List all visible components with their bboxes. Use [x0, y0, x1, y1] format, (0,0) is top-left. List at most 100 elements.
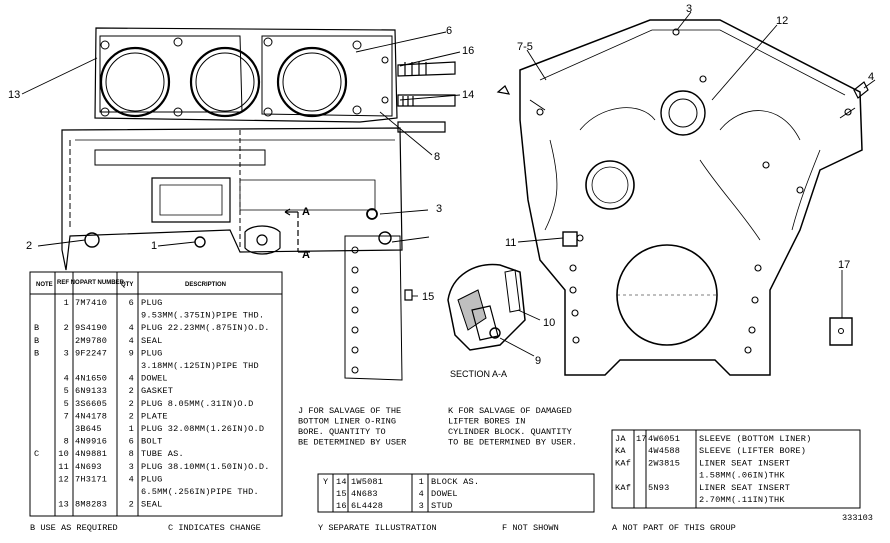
- table-cell-note: B: [34, 336, 39, 346]
- sleeve-part-17: [829, 317, 853, 346]
- header-qty: QTY: [121, 282, 133, 288]
- callout-15: 15: [422, 291, 434, 303]
- callout-17: 17: [838, 259, 850, 271]
- salvage-cell-description: SLEEVE (LIFTER BORE): [699, 446, 806, 456]
- note-k-line: CYLINDER BLOCK. QUANTITY: [448, 427, 572, 437]
- table-cell-part-number: 7H3171: [75, 474, 107, 484]
- table-cell-ref: 5: [64, 386, 69, 396]
- callout-4: 4: [868, 71, 874, 83]
- salvage-cell-part-number: 2W3815: [648, 458, 680, 468]
- callout-7-5: 7-5: [517, 41, 533, 53]
- note-j-line: BOTTOM LINER O-RING: [298, 417, 396, 427]
- header-note: NOTE: [36, 282, 53, 288]
- table-cell-qty: 1: [129, 424, 134, 434]
- callout-labels: 13 6 16 14 8 3 2 1 15 3 12 7-5 4 11 17 1…: [8, 3, 874, 379]
- salvage-cell-description: SLEEVE (BOTTOM LINER): [699, 434, 812, 444]
- table-cell-description: DOWEL: [141, 374, 168, 384]
- callout-13: 13: [8, 89, 20, 101]
- table-cell-part-number: 4N1650: [75, 374, 107, 384]
- table-cell-ref: 4: [64, 374, 69, 384]
- table-cell-part-number: 4N4178: [75, 411, 107, 421]
- salvage-cell-note: KAf: [615, 458, 631, 468]
- illustration-cell-description: DOWEL: [431, 489, 458, 499]
- table-cell-part-number: 6N9133: [75, 386, 107, 396]
- table-cell-qty: 4: [129, 474, 134, 484]
- table-cell-ref: 2: [64, 323, 69, 333]
- callout-14: 14: [462, 89, 474, 101]
- illustration-cell-description: STUD: [431, 501, 452, 511]
- table-cell-qty: 2: [129, 500, 134, 510]
- salvage-cell-description: LINER SEAT INSERT: [699, 458, 790, 468]
- table-cell-ref: 13: [58, 500, 69, 510]
- table-cell-description: PLUG: [141, 298, 162, 308]
- illustration-mark: Y: [323, 477, 328, 487]
- cylinder-block-front-view: [496, 19, 869, 376]
- callout-1: 1: [151, 240, 157, 252]
- illustration-cell-part-number: 4N683: [351, 489, 378, 499]
- table-cell-qty: 4: [129, 336, 134, 346]
- table-cell-ref: 10: [58, 449, 69, 459]
- callout-12: 12: [776, 15, 788, 27]
- table-cell-qty: 8: [129, 449, 134, 459]
- legend-f: F NOT SHOWN: [502, 523, 559, 533]
- table-cell-description: GASKET: [141, 386, 173, 396]
- table-cell-description: SEAL: [141, 500, 162, 510]
- header-part-number: PART NUMBER: [80, 280, 125, 286]
- callout-10: 10: [543, 317, 555, 329]
- illustration-cell-ref: 16: [336, 501, 347, 511]
- table-cell-ref: 12: [58, 474, 69, 484]
- table-cell-description: TUBE AS.: [141, 449, 184, 459]
- illustration-cell-ref: 15: [336, 489, 347, 499]
- salvage-cell-ref: 17: [636, 434, 647, 444]
- legend-c: C INDICATES CHANGE: [168, 523, 261, 533]
- table-cell-part-number: 4N9881: [75, 449, 107, 459]
- table-cell-description: 3.18MM(.125IN)PIPE THD: [141, 361, 259, 371]
- illustration-cell-qty: 3: [419, 501, 424, 511]
- table-cell-description: PLUG 22.23MM(.875IN)O.D.: [141, 323, 270, 333]
- illustration-cell-qty: 4: [419, 489, 424, 499]
- illustration-cell-part-number: 1W5081: [351, 477, 383, 487]
- table-cell-part-number: 9S4190: [75, 323, 107, 333]
- salvage-cell-note: KA: [615, 446, 626, 456]
- table-cell-description: SEAL: [141, 336, 162, 346]
- table-cell-qty: 2: [129, 411, 134, 421]
- section-a-a-label: SECTION A-A: [450, 369, 507, 379]
- header-description: DESCRIPTION: [185, 282, 226, 288]
- callout-2: 2: [26, 240, 32, 252]
- illustration-cell-description: BLOCK AS.: [431, 477, 479, 487]
- table-cell-qty: 9: [129, 348, 134, 358]
- table-cell-note: B: [34, 348, 39, 358]
- table-cell-ref: 8: [64, 437, 69, 447]
- note-j-line: BE DETERMINED BY USER: [298, 438, 406, 448]
- salvage-cell-part-number: 4W6051: [648, 434, 680, 444]
- section-a-a-detail: [447, 263, 526, 351]
- illustration-cell-ref: 14: [336, 477, 347, 487]
- callout-9: 9: [535, 355, 541, 367]
- table-cell-description: PLUG 32.08MM(1.26IN)O.D: [141, 424, 264, 434]
- table-cell-note: C: [34, 449, 39, 459]
- salvage-cell-note: KAf: [615, 483, 631, 493]
- note-j-line: BORE. QUANTITY TO: [298, 427, 386, 437]
- table-cell-part-number: 9F2247: [75, 348, 107, 358]
- table-cell-description: PLATE: [141, 411, 168, 421]
- salvage-cell-description: LINER SEAT INSERT: [699, 483, 790, 493]
- callout-6: 6: [446, 25, 452, 37]
- table-cell-description: PLUG: [141, 474, 162, 484]
- table-cell-part-number: 7M7410: [75, 298, 107, 308]
- table-cell-qty: 4: [129, 374, 134, 384]
- salvage-cell-part-number: 4W4588: [648, 446, 680, 456]
- salvage-cell-description: 2.70MM(.11IN)THK: [699, 495, 785, 505]
- note-k-line: LIFTER BORES IN: [448, 417, 525, 427]
- callout-3-right: 3: [686, 3, 692, 15]
- salvage-cell-part-number: 5N93: [648, 483, 669, 493]
- callout-16: 16: [462, 45, 474, 57]
- table-cell-description: PLUG: [141, 348, 162, 358]
- callout-3-left: 3: [436, 203, 442, 215]
- callout-leaders: [21, 11, 876, 357]
- salvage-cell-description: 1.58MM(.06IN)THK: [699, 471, 785, 481]
